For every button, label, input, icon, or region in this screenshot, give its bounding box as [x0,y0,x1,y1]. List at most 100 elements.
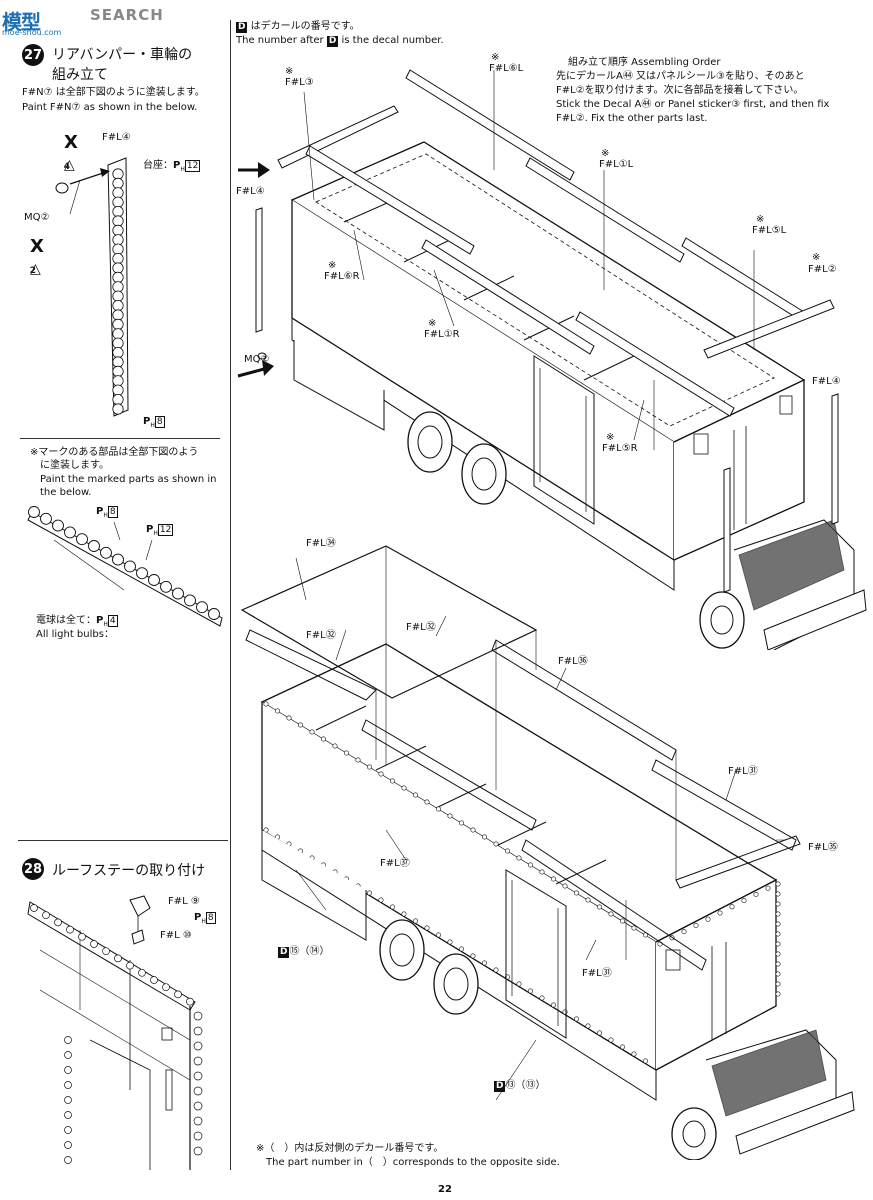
drawing-dot [263,827,269,833]
drawing-dot [42,911,50,920]
drawing-dot [573,890,579,896]
drawing-dot [52,519,64,532]
drawing-dot [717,910,723,916]
decal-letter-1: D [278,947,290,958]
roof-stay-drawing [27,895,203,1170]
drawing-dot [28,506,40,518]
drawing-dot [775,941,781,947]
bulb-strip-drawing [27,506,223,627]
ph12-sub: H [180,166,185,173]
mark-note-jp-2: に塗装します。 [40,460,109,471]
bulb-ph8-num: 8 [107,506,118,518]
label-fl32a: F#L㉜ [306,630,336,641]
mark-note-en-1: Paint the marked parts as shown in [40,474,217,485]
drawing-dot [693,922,699,928]
bulbs-en: All light bulbs： [36,629,114,640]
drawing-dot [90,940,98,948]
drawing-dot [550,876,556,882]
decal-1-text: ⑮（⑭） [289,946,330,957]
drawing-dot [775,961,781,967]
decal-letter: D [236,22,248,33]
drawing-dot [184,594,196,607]
drawing-dot [196,601,208,614]
bottom-trailer-drawing [240,545,855,1160]
drawing-dot [193,1116,203,1126]
ph8-p: P [143,416,151,427]
step-27-paint-en: Paint F#N⑦ as shown in the below. [22,102,198,113]
drawing-dot [321,736,327,742]
footer-note-jp: ※（ ）内は反対側のデカール番号です。 [256,1143,444,1154]
drawing-dot [112,262,124,274]
drawing-dot [585,1023,591,1029]
drawing-dot [64,1141,72,1149]
drawing-dot [112,318,124,330]
drawing-dot [160,580,172,593]
drawing-dot [112,337,124,349]
drawing-dot [775,891,781,897]
drawing-dot [775,951,781,957]
drawing-dot [729,904,735,910]
drawing-dot [573,1016,579,1022]
drawing-dot [193,1101,203,1111]
drawing-dot [112,187,124,199]
drawing-dot [436,932,442,938]
drawing-dot [64,1111,72,1119]
drawing-dot [64,1081,72,1089]
label-fl4-left: F#L④ [236,186,265,197]
watermark-site: moe-shou.com [2,28,62,37]
drawing-dot [775,901,781,907]
drawing-dot [112,234,124,246]
mark-fl5r: ※ [606,432,615,443]
drawing-dot [390,778,396,784]
label-fl31a: F#L㉛ [728,766,758,777]
mark-fl2: ※ [812,252,821,263]
label-mq2: MQ② [244,354,270,365]
mark-note-en-2: the below. [40,487,92,498]
label-fl4-right: F#L④ [812,376,841,387]
drawing-dot [539,869,545,875]
drawing-dot [631,925,637,931]
top-trailer-drawing [237,69,867,650]
step-28-number: 28 [22,858,44,880]
drawing-dot [378,897,384,903]
drawing-dot [112,281,124,293]
drawing-dot [114,954,122,963]
x4-label: X [64,132,78,153]
label-fl32b: F#L㉜ [406,622,436,633]
label-fl5l: F#L⑤L [752,225,787,236]
drawing-dot [332,743,338,749]
label-fl1r: F#L①R [424,329,460,340]
drawing-dot [64,1156,72,1164]
drawing-dot [150,976,158,984]
x2-warning: X △2 [30,236,56,278]
drawing-dot [344,750,350,756]
daiza-text: 台座： [143,160,173,171]
drawing-dot [459,946,465,952]
drawing-dot [527,988,533,994]
decal-2-text: ⑬（⑬） [505,1080,546,1091]
drawing-dot [193,1131,203,1141]
drawing-dot [527,862,533,868]
bulb-ph12-num: 12 [157,524,174,536]
drawing-dot [390,904,396,910]
drawing-dot [482,834,488,840]
drawing-dot [172,587,184,600]
drawing-dot [459,820,465,826]
drawing-dot [367,764,373,770]
drawing-dot [562,883,568,889]
mark-fl6r: ※ [328,260,337,271]
drawing-dot [424,925,430,931]
drawing-dot [112,224,124,237]
drawing-dot [112,375,124,387]
decal-letter-inline: D [326,36,339,47]
decal-note-en-pre: The number after [236,35,324,46]
drawing-dot [378,771,384,777]
drawing-dot [447,813,453,819]
decal-note-jp-text: はデカールの番号です。 [250,21,360,32]
drawing-dot [355,757,361,763]
drawing-dot [193,1146,203,1156]
drawing-dot [539,995,545,1001]
drawing-dot [112,356,124,368]
label-fl37: F#L㊲ [380,858,410,869]
